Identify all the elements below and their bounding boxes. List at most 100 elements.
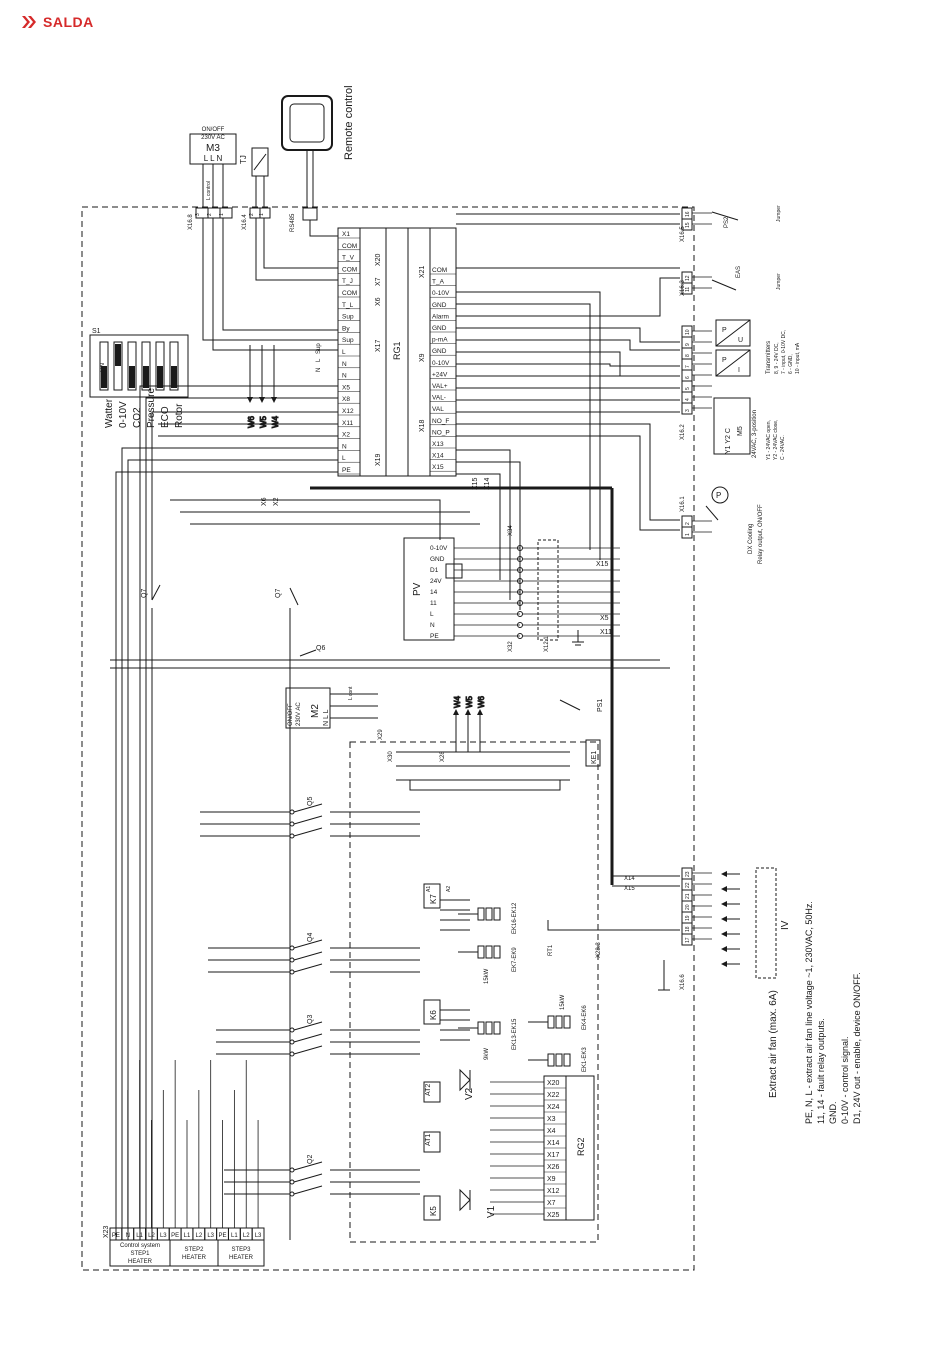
q-switch [293, 1173, 323, 1183]
rg1-group: X19 [375, 453, 382, 466]
rg1-right-pin: +24V [432, 371, 448, 378]
dx-label: Relay output, ON/OFF [758, 504, 764, 564]
m5-desc: 24VAC, 3-position [752, 410, 758, 458]
rg1-right-pin: 0-10V [432, 360, 450, 367]
rg1-left-pin: Sup [342, 337, 354, 344]
heater-enclosure [349, 741, 599, 1243]
rs485-label: RS485 [290, 213, 296, 232]
k-label: K6 [429, 1010, 438, 1020]
terminal-pin: 10 [685, 329, 691, 335]
terminal-pin: 11 [685, 287, 691, 292]
heater-element [493, 945, 501, 959]
terminal-pin: L3 [207, 1233, 214, 1239]
x16-2-label: X16.2 [680, 424, 686, 440]
k-pin: A1 [426, 886, 432, 892]
pv-pin: GND [430, 556, 445, 563]
q-contact [289, 833, 295, 839]
rg1-right-wires [456, 213, 680, 560]
m3-title1: ON/OFF [202, 127, 225, 133]
terminal-pin: L2 [243, 1233, 250, 1239]
heater-group: EK7-EK9 [512, 947, 518, 972]
terminal-pin: 9 [685, 343, 691, 346]
m2-title1: ON/OFF [288, 703, 294, 726]
transmitter-text: 10 - input, mA [795, 342, 801, 374]
q-switch [293, 939, 323, 949]
rg1-side-label: N [316, 368, 322, 372]
rg1-right-pin: X15 [432, 464, 444, 471]
rg2-name: RG2 [576, 1137, 586, 1156]
pv-conn: X15 [596, 561, 609, 568]
m3-title2: 230V AC [201, 135, 225, 141]
rg1-group: X20 [375, 253, 382, 266]
rg1-right-pin: X14 [432, 453, 444, 460]
q-switch [293, 815, 323, 825]
rg2-pin: X25 [547, 1212, 560, 1219]
rg1-group: X17 [375, 339, 382, 352]
rg1-right-pin: NO_P [432, 429, 450, 436]
pv-pin: 14 [430, 589, 438, 596]
dip-slot [127, 341, 137, 391]
rg2-pin: X22 [547, 1092, 560, 1099]
remote-control: Remote control RS485 [281, 85, 355, 232]
rg1-right-pin: GND [432, 302, 447, 309]
q-contact [289, 945, 295, 951]
q-contact [289, 1167, 295, 1173]
q-switch [293, 1185, 323, 1195]
pv-name: PV [412, 582, 423, 596]
x28-label: X28 [440, 751, 446, 762]
x16-8-pin: 1 [219, 213, 225, 216]
terminal-pin: 19 [685, 915, 691, 921]
m2-x29: X29 [378, 729, 384, 740]
mid-arrows: W4 W5 W6 [453, 695, 487, 752]
heater-group: EK4-EK6 [582, 1005, 588, 1030]
terminal-pin: 4 [685, 398, 691, 401]
mid-arrow-label: W4 [453, 695, 462, 708]
heater-element [493, 1021, 501, 1035]
rg1-left-pin: N [342, 373, 347, 380]
pv-conn: X11 [600, 629, 612, 636]
m3-pins: L L N [204, 154, 223, 163]
terminal-cell [681, 933, 693, 946]
dip-option: Pressure [146, 388, 157, 428]
x30-label: X30 [388, 751, 394, 762]
rg1-side-label: Sup [316, 343, 322, 354]
rg1-left-pin: L [342, 455, 346, 462]
rg1-name: RG1 [392, 341, 402, 360]
q-switch [293, 1033, 323, 1043]
x15-label: X15 [624, 886, 635, 892]
pv-pin: L [430, 611, 434, 618]
pv-connector [517, 556, 523, 562]
x16-6-label: X16.6 [680, 974, 686, 990]
ps2-label: PS2 [724, 216, 730, 228]
heater-element [493, 907, 501, 921]
transmitter-text: 7 - input, 0-10V DC, [781, 330, 787, 374]
rg2-pin: X26 [547, 1164, 560, 1171]
p-label-2: P [722, 357, 727, 364]
salda-logo: SALDA [22, 14, 94, 30]
dip-lever [129, 366, 135, 388]
terminal-pin: 8 [685, 354, 691, 357]
heater-element [547, 1015, 555, 1029]
transmitter-text: Transmitters [766, 341, 772, 374]
m2-lcont: L cont [348, 686, 354, 700]
at-label: AT2 [425, 1084, 432, 1096]
terminal-pin: L3 [255, 1233, 262, 1239]
heater-group: EK1-EK3 [582, 1047, 588, 1072]
q-contact [289, 969, 295, 975]
rg1-left-pin: PE [342, 467, 351, 474]
rg1-left-pin: X12 [342, 408, 354, 415]
x16-4-pin: 2 [249, 213, 255, 216]
rg1-left-pin: N [342, 361, 347, 368]
x16-8-terminal: 3 2 1 X16.8 [188, 207, 233, 230]
pv-connector [517, 578, 523, 584]
relay-label: Q7 [275, 589, 282, 598]
pv-connector [517, 622, 523, 628]
terminal-pin: 18 [685, 926, 691, 932]
bus-label: X2 [273, 497, 280, 506]
rg2-pin: X3 [547, 1116, 556, 1123]
ps1-label: PS1 [597, 699, 604, 712]
heater-element [555, 1053, 563, 1067]
relay-label: Q7 [141, 589, 148, 598]
jumper-label: Jumper [776, 273, 782, 290]
